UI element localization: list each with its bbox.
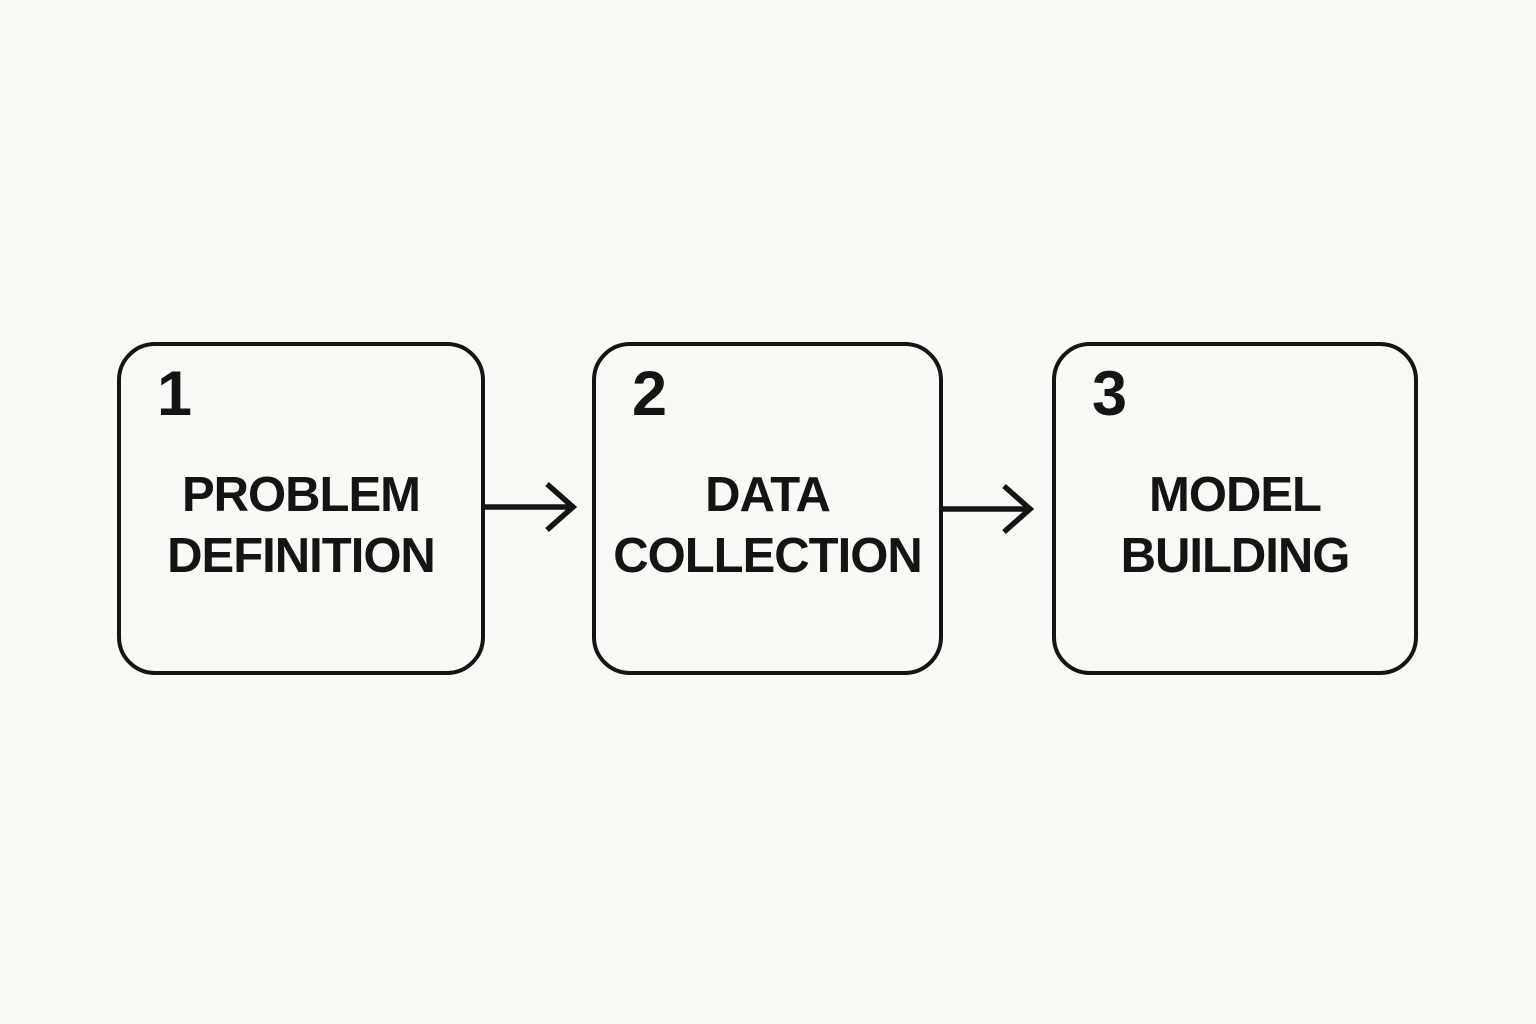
step-label-line: BUILDING	[1120, 529, 1351, 583]
step-label: PROBLEM DEFINITION	[167, 465, 436, 587]
step-label: DATA COLLECTION	[613, 465, 922, 587]
step-number: 1	[157, 359, 192, 429]
arrow-right-icon	[483, 479, 579, 537]
step-label: MODEL BUILDING	[1120, 465, 1351, 587]
diagram-node-model-building: 3 MODEL BUILDING	[1052, 342, 1418, 675]
step-label-line: DATA	[705, 468, 831, 523]
diagram-node-problem-definition: 1 PROBLEM DEFINITION	[117, 342, 485, 675]
step-label-line: MODEL	[1149, 468, 1322, 523]
step-number: 3	[1092, 359, 1127, 429]
step-label-line: PROBLEM	[181, 468, 421, 523]
step-label-line: COLLECTION	[613, 529, 922, 583]
step-label-line: DEFINITION	[167, 529, 436, 583]
arrow-right-icon	[940, 481, 1036, 539]
step-number: 2	[632, 359, 667, 429]
diagram-node-data-collection: 2 DATA COLLECTION	[592, 342, 943, 675]
